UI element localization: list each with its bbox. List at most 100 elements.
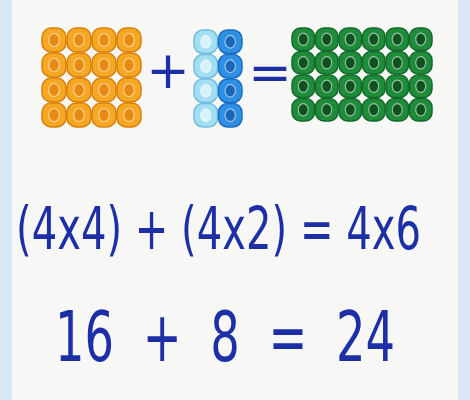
bead-hole: [416, 104, 426, 116]
bead-hole: [49, 84, 60, 97]
bead: [92, 103, 116, 127]
bead-hole: [322, 33, 332, 45]
bead-hole: [298, 57, 308, 69]
blue-array: [194, 30, 242, 127]
orange-array: [42, 28, 141, 127]
bead: [92, 28, 116, 52]
plus-sign: +: [146, 44, 190, 96]
bead: [92, 78, 116, 102]
bead: [292, 99, 315, 122]
bead-hole: [369, 104, 379, 116]
bead-body: [194, 79, 218, 103]
bead: [292, 28, 315, 51]
bead-body: [316, 99, 339, 122]
bead: [194, 55, 218, 79]
bead: [410, 99, 433, 122]
bead-hole: [74, 84, 85, 97]
bead: [219, 30, 243, 54]
bead-body: [410, 52, 433, 75]
bead-body: [219, 79, 243, 103]
bead: [316, 52, 339, 75]
bead-arrays: [42, 28, 432, 127]
bead-body: [42, 53, 66, 77]
bead: [194, 30, 218, 54]
green-array: [292, 28, 432, 121]
bead: [363, 52, 386, 75]
bead-hole: [298, 104, 308, 116]
bead-hole: [124, 59, 135, 72]
bead-hole: [74, 34, 85, 47]
bead: [67, 78, 91, 102]
bead-hole: [49, 59, 60, 72]
bead: [363, 28, 386, 51]
equals-sign: =: [248, 46, 292, 98]
bead-body: [386, 99, 409, 122]
bead: [339, 28, 362, 51]
bead: [219, 104, 243, 128]
bead-body: [292, 99, 315, 122]
bead-hole: [345, 33, 355, 45]
bead-body: [92, 78, 116, 102]
bead-body: [339, 28, 362, 51]
bead-hole: [392, 57, 402, 69]
bead-body: [117, 28, 141, 52]
bead-hole: [124, 84, 135, 97]
bead-hole: [392, 104, 402, 116]
bead-body: [219, 55, 243, 79]
bead-body: [410, 28, 433, 51]
bead: [339, 75, 362, 98]
bead-body: [339, 99, 362, 122]
bead-body: [292, 75, 315, 98]
bead-hole: [225, 60, 235, 73]
bead: [410, 28, 433, 51]
bead: [219, 55, 243, 79]
bead: [67, 28, 91, 52]
bead: [42, 78, 66, 102]
bead-hole: [345, 80, 355, 92]
bead-hole: [392, 33, 402, 45]
bead-body: [92, 103, 116, 127]
bead-body: [363, 99, 386, 122]
board-surface: [12, 0, 458, 400]
bead: [363, 75, 386, 98]
bead: [386, 99, 409, 122]
bead-body: [316, 75, 339, 98]
bead: [219, 79, 243, 103]
bead-hole: [201, 84, 211, 97]
bead-body: [363, 28, 386, 51]
bead-hole: [298, 33, 308, 45]
bead-hole: [322, 80, 332, 92]
bead-hole: [201, 60, 211, 73]
bead-hole: [124, 34, 135, 47]
bead: [316, 28, 339, 51]
bead-hole: [225, 109, 235, 122]
bead: [117, 28, 141, 52]
bead-hole: [369, 57, 379, 69]
bead-body: [117, 103, 141, 127]
bead-hole: [124, 109, 135, 122]
bead-hole: [99, 84, 110, 97]
bead-body: [42, 28, 66, 52]
bead-body: [410, 99, 433, 122]
bead-hole: [369, 80, 379, 92]
bead-hole: [49, 34, 60, 47]
bead-hole: [225, 35, 235, 48]
bead: [292, 52, 315, 75]
bead-body: [194, 104, 218, 128]
bead: [92, 53, 116, 77]
bead-hole: [345, 57, 355, 69]
bead-body: [339, 75, 362, 98]
bead-body: [219, 104, 243, 128]
bead-body: [219, 30, 243, 54]
bead-body: [363, 75, 386, 98]
bead-hole: [416, 80, 426, 92]
bead-body: [67, 53, 91, 77]
bead-hole: [392, 80, 402, 92]
bead-hole: [201, 35, 211, 48]
bead: [363, 99, 386, 122]
bead-hole: [322, 104, 332, 116]
bead-body: [386, 28, 409, 51]
bead-body: [92, 53, 116, 77]
bead: [42, 103, 66, 127]
